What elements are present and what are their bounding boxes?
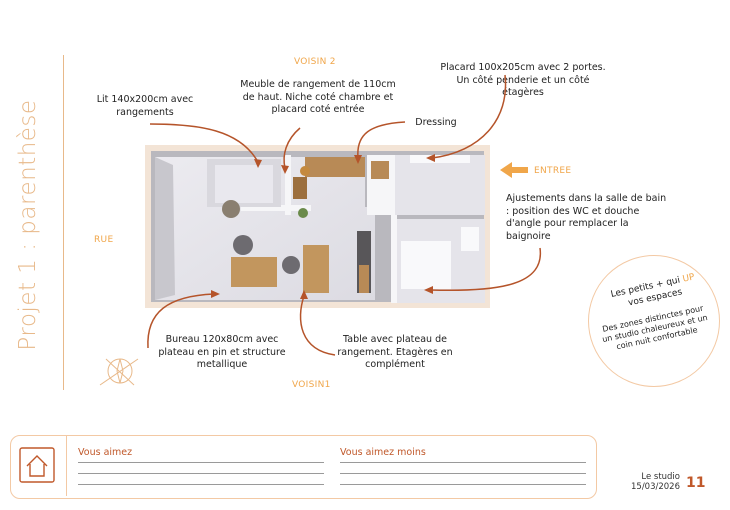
bubble-up-highlight: UP xyxy=(681,272,696,285)
home-icon xyxy=(19,447,55,483)
likes-line-1[interactable] xyxy=(78,462,324,463)
dislikes-line-3[interactable] xyxy=(340,484,586,485)
feedback-box xyxy=(10,435,597,499)
entree-arrow-icon xyxy=(500,162,528,178)
likes-line-3[interactable] xyxy=(78,484,324,485)
compass-icon xyxy=(99,358,139,386)
feedback-divider xyxy=(66,436,67,496)
label-entree: ENTREE xyxy=(534,166,572,176)
label-voisin-top: VOISIN 2 xyxy=(294,57,336,67)
label-rue: RUE xyxy=(94,235,114,245)
likes-line-2[interactable] xyxy=(78,473,324,474)
annotation-dressing: Dressing xyxy=(415,117,457,128)
highlights-bubble: Les petits + qui UP vos espaces Des zone… xyxy=(588,255,720,387)
page-date: 15/03/2026 xyxy=(631,482,680,492)
annotation-bureau: Bureau 120x80cm avec plateau en pin et s… xyxy=(158,334,286,370)
annotation-placard: Placard 100x205cm avec 2 portes. Un côté… xyxy=(440,62,606,98)
dislikes-line-2[interactable] xyxy=(340,473,586,474)
label-voisin-bottom: VOISIN1 xyxy=(292,380,331,390)
floor-plan xyxy=(145,145,490,308)
page-info: Le studio 15/03/2026 xyxy=(616,472,680,492)
annotation-sdb: Ajustements dans la salle de bain : posi… xyxy=(506,193,667,242)
page-title: Projet 1 : parenthèse xyxy=(15,99,41,351)
dislikes-line-1[interactable] xyxy=(340,462,586,463)
page-number: 11 xyxy=(686,475,706,491)
annotation-table: Table avec plateau de rangement. Etagère… xyxy=(337,334,453,370)
title-divider xyxy=(63,55,64,390)
dislikes-title: Vous aimez moins xyxy=(340,447,426,458)
likes-title: Vous aimez xyxy=(78,447,133,458)
annotation-lit: Lit 140x200cm avec rangements xyxy=(96,94,194,118)
annotation-meuble: Meuble de rangement de 110cm de haut. Ni… xyxy=(240,79,396,115)
page-section-label: Le studio xyxy=(641,472,680,482)
